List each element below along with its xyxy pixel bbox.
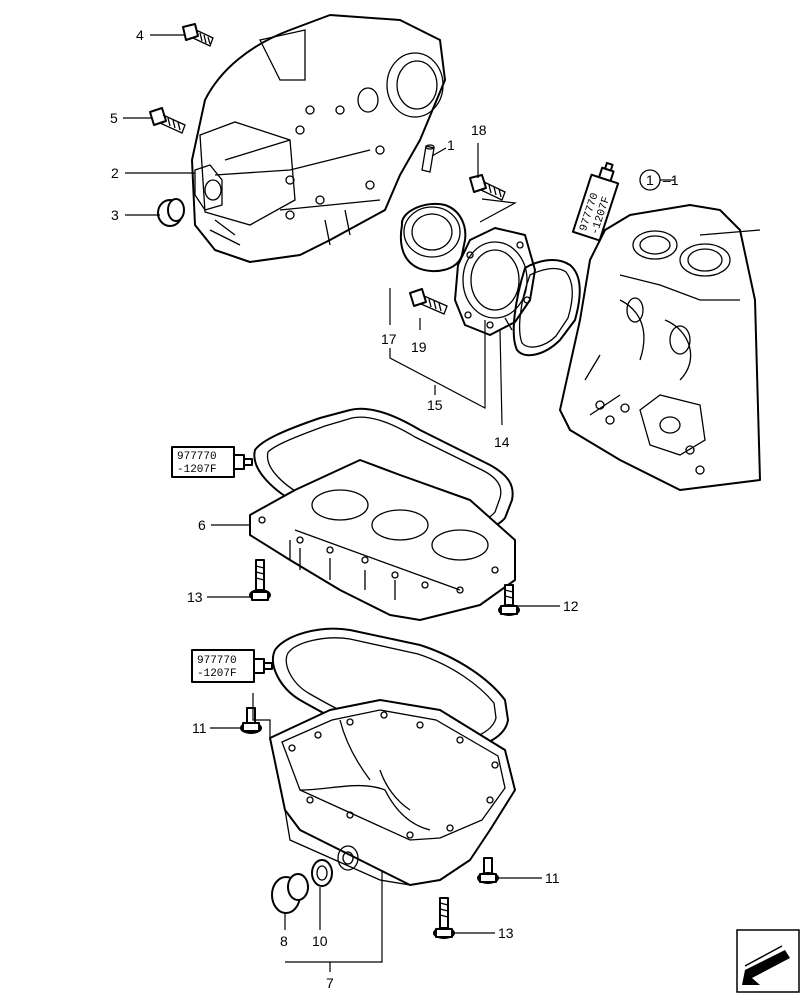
engine-block-reference [559, 204, 761, 491]
callout-8: 8 [280, 933, 288, 949]
drain-plug-part-8 [271, 873, 309, 914]
oil-seal-part-17 [399, 202, 467, 273]
dowel-pin-part-1 [421, 144, 435, 173]
callout-13-upper: 13 [187, 589, 203, 605]
bolt-part-12 [498, 584, 520, 616]
sealant-tube-lower: 977770 -1207F [191, 649, 273, 683]
sealant-tube-middle-suffix: -1207F [177, 464, 217, 476]
callout-15: 15 [427, 397, 443, 413]
callout-6: 6 [198, 517, 206, 533]
leader-lines [123, 34, 675, 972]
callout-18: 18 [471, 122, 487, 138]
callout-5: 5 [110, 110, 118, 126]
callout-19: 19 [411, 339, 427, 355]
washer-part-10 [311, 859, 333, 887]
gasket-outline-part-14 [512, 258, 581, 357]
callout-4: 4 [136, 27, 144, 43]
bolt-part-13-upper [249, 559, 271, 601]
callout-11-lower: 11 [545, 870, 560, 886]
bolt-part-11-lower [477, 857, 499, 884]
bolt-part-5 [149, 107, 186, 134]
reference-circle-number: 1 [646, 172, 654, 188]
reference-suffix: –1 [663, 172, 679, 188]
callout-labels: 4 5 2 3 1 18 17 19 15 14 6 13 12 11 11 1… [110, 27, 679, 991]
sealant-tube-lower-suffix: -1207F [197, 668, 237, 680]
seal-case-part-14 [454, 227, 536, 336]
callout-17: 17 [381, 331, 397, 347]
reference-circle [639, 169, 661, 191]
flywheel-housing [191, 14, 446, 263]
next-page-arrow-icon[interactable] [736, 929, 800, 993]
bolt-part-4 [182, 23, 214, 47]
lower-gasket [272, 627, 509, 753]
bolt-part-19 [409, 288, 448, 315]
callout-14: 14 [494, 434, 510, 450]
callout-11-upper: 11 [192, 720, 207, 736]
plug-part-3 [157, 198, 185, 227]
sealant-tube-middle: 977770 -1207F [171, 446, 253, 478]
callout-10: 10 [312, 933, 328, 949]
sealant-tube-lower-code: 977770 [197, 655, 237, 667]
oil-pan-part-7 [269, 699, 516, 886]
callout-7: 7 [326, 975, 334, 991]
callout-12: 12 [563, 598, 579, 614]
oil-pan-guide-part-6 [249, 459, 516, 621]
bolt-part-18 [469, 174, 506, 201]
callout-3: 3 [111, 207, 119, 223]
callout-2: 2 [111, 165, 119, 181]
callout-1: 1 [447, 137, 455, 153]
sealant-tube-middle-code: 977770 [177, 451, 217, 463]
callout-13-lower: 13 [498, 925, 514, 941]
bolt-part-13-lower [433, 897, 455, 939]
